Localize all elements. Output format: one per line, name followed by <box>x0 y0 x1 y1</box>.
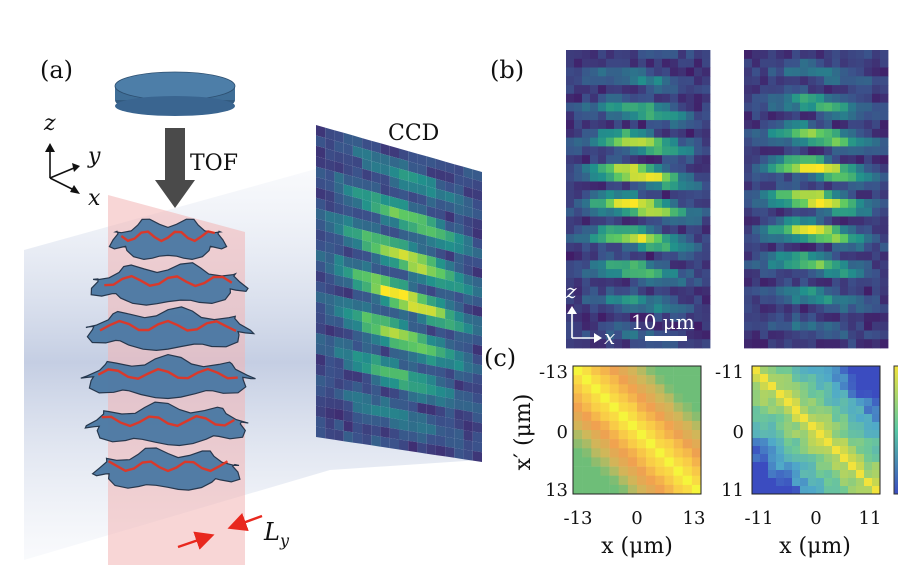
panel-c: (c) -13 0 13 -13 0 13 x (μm) x′ (μm) -11… <box>484 344 898 559</box>
axes-triad <box>45 143 80 194</box>
scalebar <box>645 336 687 341</box>
image-axis-z: z <box>565 279 577 303</box>
right-ytick-bottom: 11 <box>721 480 744 501</box>
correlation-matrix-left <box>572 365 702 495</box>
left-y-axis-label: x′ (μm) <box>511 394 536 471</box>
panel-a-label: (a) <box>40 56 73 84</box>
pancake-cut-line <box>107 460 229 473</box>
pancake-stack <box>80 218 256 491</box>
right-ytick-top: -11 <box>715 362 744 383</box>
pancake-cut-line <box>99 319 237 332</box>
pancake-cut-line <box>120 230 216 243</box>
right-xtick-left: -11 <box>745 508 774 529</box>
left-xtick-mid: 0 <box>631 508 642 529</box>
scalebar-label: 10 μm <box>631 310 695 334</box>
colorbar <box>893 365 898 495</box>
axis-x-label: x <box>88 186 101 211</box>
right-xtick-mid: 0 <box>810 508 821 529</box>
tof-label: TOF <box>190 151 238 176</box>
period-arrows <box>177 513 263 550</box>
tof-arrow-icon <box>155 128 195 208</box>
left-xtick-right: 13 <box>683 508 706 529</box>
panel-b-label: (b) <box>490 56 524 84</box>
pancake-layer <box>85 306 256 352</box>
left-ytick-bottom: 13 <box>545 480 568 501</box>
pancake-cut-line <box>101 414 235 428</box>
pancake-cut-line <box>104 274 233 288</box>
detector-disk-icon <box>114 71 236 116</box>
right-xtick-right: 11 <box>859 508 882 529</box>
image-axis-x: x <box>604 325 615 349</box>
period-label: Ly <box>263 518 290 550</box>
absorption-image-1 <box>566 50 711 349</box>
right-ytick-mid: 0 <box>733 422 744 443</box>
axis-z-label: z <box>43 111 56 136</box>
left-ytick-top: -13 <box>539 362 568 383</box>
pancake-layer <box>90 262 249 306</box>
pancake-layer <box>80 353 256 400</box>
pancake-cut-line <box>97 367 238 380</box>
absorption-image-2 <box>744 50 889 349</box>
correlation-matrix-right <box>751 365 881 495</box>
panel-c-label: (c) <box>484 344 516 372</box>
ccd-image <box>316 125 482 462</box>
left-x-axis-label: x (μm) <box>601 534 673 559</box>
panel-b: (b) z x 10 μm <box>490 50 889 349</box>
right-x-axis-label: x (μm) <box>779 534 851 559</box>
panel-a: (a) TOF z y x <box>24 56 482 565</box>
left-xtick-left: -13 <box>564 508 593 529</box>
image-axes-icon <box>567 306 602 343</box>
axis-y-label: y <box>87 144 101 169</box>
ccd-label: CCD <box>388 121 439 146</box>
pancake-layer <box>108 218 228 261</box>
left-ytick-mid: 0 <box>557 422 568 443</box>
